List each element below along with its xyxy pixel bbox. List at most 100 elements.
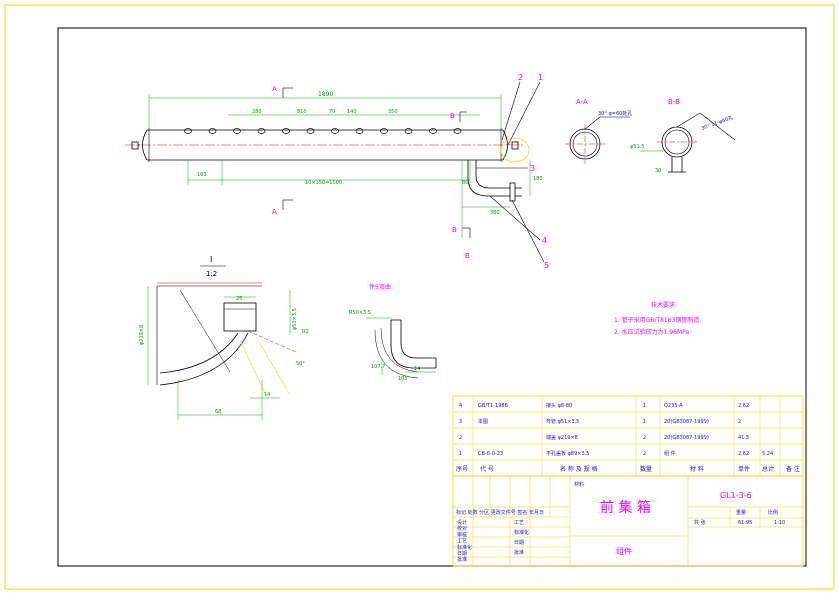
- material-label: 材料: [574, 481, 584, 488]
- role-label: 批准: [457, 556, 467, 563]
- hole-mark: [233, 128, 241, 134]
- section-b-left: B: [452, 226, 457, 234]
- hole-mark: [453, 128, 462, 134]
- dim-pipe-bottom: 380: [490, 210, 500, 216]
- leader-4: 4: [542, 236, 547, 245]
- hole-mark: [208, 128, 217, 134]
- bom-header-cell: 总计: [762, 465, 774, 473]
- part-detail-dim-top: R50×3.5: [349, 310, 371, 316]
- part-detail-title: 件5弯曲: [369, 283, 391, 291]
- weight-label: 重量: [736, 509, 746, 516]
- detail-i-dim-right: φ51×3.5: [292, 308, 298, 330]
- section-b-bottom: B: [465, 252, 470, 260]
- hole-mark: [306, 128, 315, 134]
- hole-mark: [380, 128, 388, 134]
- dim-seg-2: 810: [297, 109, 307, 115]
- bom-cell: 1: [643, 403, 646, 409]
- sheet-label: 共 张: [694, 519, 706, 526]
- role-label: 工艺: [457, 539, 467, 545]
- drawing-category: 组件: [616, 546, 632, 556]
- section-bb-note: 30° 11-φ60孔: [700, 114, 734, 132]
- dim-right-small: 80: [462, 180, 468, 186]
- section-a-a: A-A 30° φ=60处孔: [565, 98, 632, 164]
- bom-header-cell: 数量: [640, 465, 652, 473]
- section-aa-title: A-A: [576, 98, 588, 106]
- bom-header-cell: 序号: [456, 465, 468, 473]
- detail-i: I 1:2 φ219×8 25 φ51×3.5 R2 50° 68 14: [139, 255, 309, 420]
- bom-cell: Q235-A: [664, 403, 683, 409]
- role-value: 工艺: [514, 520, 524, 526]
- role-value: 标准化: [514, 529, 529, 536]
- dim-right-vertical: 180: [533, 176, 543, 182]
- scale-value: 1:10: [774, 520, 785, 526]
- bom-header-cell: 备 注: [786, 465, 800, 473]
- hole-mark: [429, 128, 437, 134]
- bom-cell: 组 件: [664, 450, 676, 457]
- leader-1: 1: [538, 73, 543, 82]
- role-label: 审核: [457, 531, 467, 538]
- hole-mark: [404, 128, 413, 134]
- role-label: 日期: [457, 551, 467, 557]
- main-view: 1890 280 810 70 140 350 160 10×150=1500 …: [125, 73, 549, 270]
- bom-cell: 1: [643, 419, 646, 425]
- bom-cell: 接头 φ8-80: [546, 402, 572, 409]
- outer-frame: [4, 4, 835, 590]
- drawing-title: 前 集 箱: [600, 499, 651, 516]
- bom-header: 序号代 号名 称 及 规 格数量材 料单件总计备 注: [456, 465, 800, 473]
- dim-seg-5: 350: [388, 109, 398, 115]
- bom-cell: 2: [459, 435, 462, 441]
- part-5-bend-detail: 件5弯曲 R50×3.5 107.7 14 105: [349, 283, 437, 382]
- section-bb-dia: φ51.5: [630, 144, 644, 150]
- hole-mark: [282, 128, 290, 134]
- role-value: 批准: [514, 549, 524, 556]
- detail-i-dim-r: R2: [302, 329, 309, 335]
- part-detail-dim-left: 107.7: [371, 364, 385, 370]
- bom-cell: CB-6-0-23: [478, 451, 503, 457]
- detail-i-dim-vertical: φ219×8: [139, 325, 145, 345]
- bom-cell: 4: [459, 403, 462, 409]
- section-a-bottom: A: [272, 208, 277, 216]
- bom-cell: 本图: [478, 418, 488, 425]
- bom-cell: 20(GB3087-1999): [664, 419, 709, 425]
- detail-i-scale: 1:2: [206, 270, 217, 278]
- section-aa-note: 30° φ=60处孔: [598, 110, 632, 117]
- dim-overall-length: 1890: [318, 91, 333, 98]
- bom-cell: 41.5: [738, 435, 749, 441]
- detail-i-angle: 50°: [296, 361, 305, 367]
- bom-header-cell: 代 号: [480, 465, 494, 473]
- bom-header-cell: 名 称 及 规 格: [560, 465, 598, 473]
- bom-cell: GB/T1-1986: [478, 403, 508, 409]
- tech-requirements: 技术要求 1. 管子采用GB/T8163钢管制造. 2. 水压试验压力为1.96…: [614, 301, 701, 336]
- role-label: 标准化: [457, 544, 472, 551]
- bom-cell: 1: [459, 451, 462, 457]
- detail-i-dim-small: 25: [236, 296, 242, 302]
- bom-cell: 平孔盖板 φ89×3.5: [546, 450, 589, 457]
- role-value: 日期: [514, 540, 524, 546]
- hole-mark: [257, 128, 266, 134]
- bom-cell: 2: [738, 419, 741, 425]
- inner-frame: [57, 27, 807, 567]
- tech-req-item-1: 1. 管子采用GB/T8163钢管制造.: [614, 316, 701, 324]
- drawing-number: GL1-3-6: [720, 491, 752, 500]
- scale-label: 比例: [768, 509, 778, 516]
- section-b-top: B: [450, 112, 455, 120]
- bom-cell: 端盖 φ219×8: [546, 434, 578, 441]
- role-label: 校对: [457, 525, 467, 532]
- tech-req-title: 技术要求: [651, 301, 675, 309]
- detail-i-label: I: [210, 255, 212, 264]
- bom-cell: 弯管 φ51×3.5: [546, 418, 579, 425]
- section-a-top: A: [272, 85, 277, 93]
- leader-2: 2: [518, 73, 523, 82]
- section-bb-dim: 30: [655, 168, 661, 174]
- bom-cell: 2: [643, 435, 646, 441]
- bom-cell: 2.62: [738, 451, 749, 457]
- weight-value: 61.95: [738, 520, 752, 526]
- section-b-b: B-B 30° 11-φ60孔 φ51.5 30: [630, 98, 736, 174]
- bom-cell: 2.62: [738, 403, 749, 409]
- dim-seg-3: 70: [329, 109, 335, 115]
